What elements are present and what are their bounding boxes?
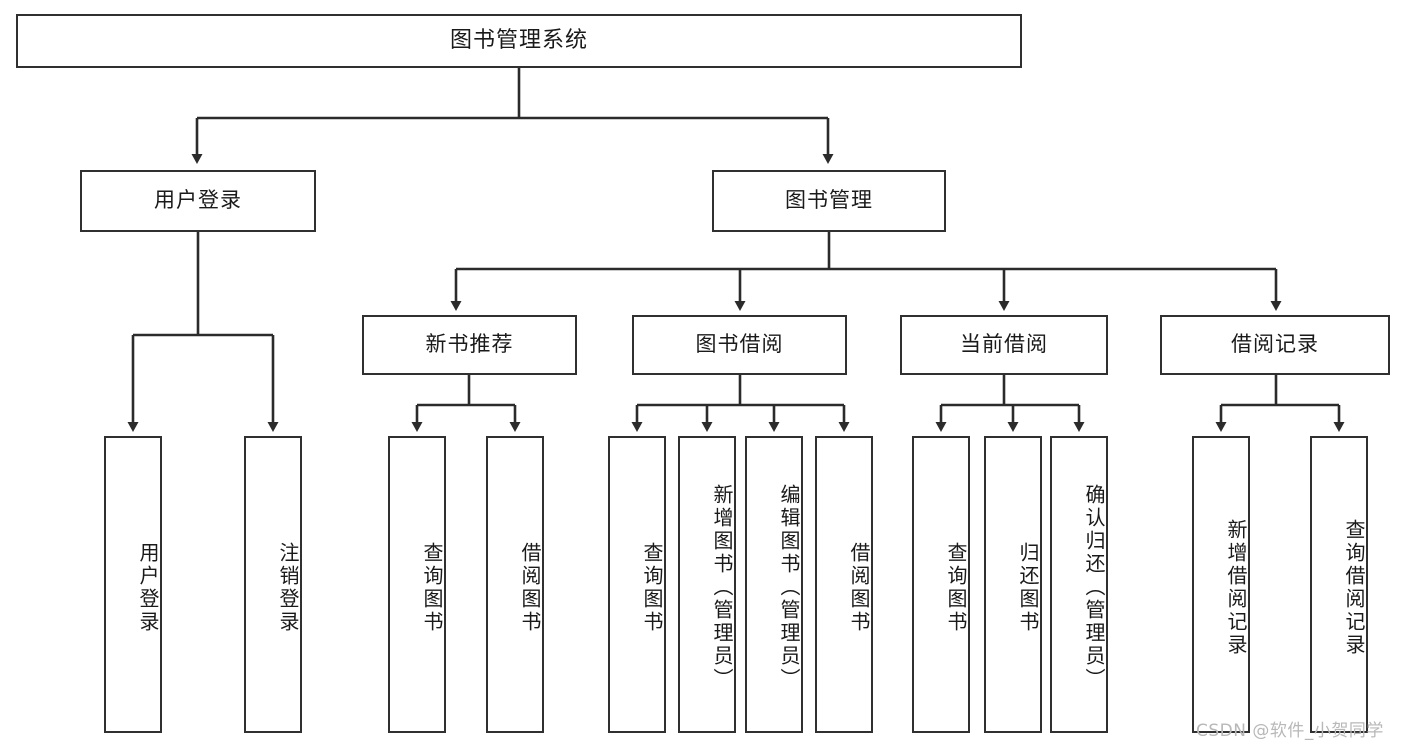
- leaf-logout[interactable]: 注销登录: [244, 436, 302, 733]
- leaf-query-book-borrow[interactable]: 查询图书: [608, 436, 666, 733]
- node-label: 新增借阅记录: [1224, 518, 1248, 657]
- node-label: 新增图书（管理员）: [710, 484, 734, 691]
- node-current-borrow[interactable]: 当前借阅: [900, 315, 1108, 375]
- leaf-edit-book-admin[interactable]: 编辑图书（管理员）: [745, 436, 803, 733]
- node-user-login[interactable]: 用户登录: [80, 170, 316, 232]
- node-label: 借阅记录: [1231, 332, 1319, 357]
- node-label: 图书借阅: [695, 332, 784, 357]
- node-label: 当前借阅: [960, 332, 1048, 357]
- leaf-add-book-admin[interactable]: 新增图书（管理员）: [678, 436, 736, 733]
- node-label: 图书管理: [785, 188, 873, 213]
- node-label: 用户登录: [136, 541, 160, 634]
- node-label: 归还图书: [1016, 541, 1040, 634]
- node-label: 用户登录: [154, 188, 242, 213]
- node-label: 借阅图书: [847, 541, 871, 634]
- leaf-user-login[interactable]: 用户登录: [104, 436, 162, 733]
- node-label: 查询图书: [640, 541, 664, 634]
- node-root-book-management-system[interactable]: 图书管理系统: [16, 14, 1022, 68]
- leaf-query-book-current[interactable]: 查询图书: [912, 436, 970, 733]
- node-borrow-record[interactable]: 借阅记录: [1160, 315, 1390, 375]
- leaf-borrow-book[interactable]: 借阅图书: [815, 436, 873, 733]
- node-label: 注销登录: [276, 541, 300, 634]
- node-label: 编辑图书（管理员）: [777, 484, 801, 691]
- watermark: CSDN @软件_小贺同学: [1196, 721, 1384, 741]
- leaf-borrow-book-recommend[interactable]: 借阅图书: [486, 436, 544, 733]
- node-label: 新书推荐: [425, 332, 514, 357]
- node-label: 查询借阅记录: [1342, 518, 1366, 657]
- node-label: 查询图书: [420, 541, 444, 634]
- leaf-confirm-return-admin[interactable]: 确认归还（管理员）: [1050, 436, 1108, 733]
- node-book-manage[interactable]: 图书管理: [712, 170, 946, 232]
- leaf-add-borrow-record[interactable]: 新增借阅记录: [1192, 436, 1250, 733]
- leaf-query-book-recommend[interactable]: 查询图书: [388, 436, 446, 733]
- node-label: 借阅图书: [518, 541, 542, 634]
- node-label: 确认归还（管理员）: [1082, 484, 1106, 691]
- leaf-query-borrow-record[interactable]: 查询借阅记录: [1310, 436, 1368, 733]
- node-label: 查询图书: [944, 541, 968, 634]
- node-new-book-recommendation[interactable]: 新书推荐: [362, 315, 577, 375]
- node-book-borrow[interactable]: 图书借阅: [632, 315, 847, 375]
- leaf-return-book[interactable]: 归还图书: [984, 436, 1042, 733]
- node-label: 图书管理系统: [449, 27, 588, 53]
